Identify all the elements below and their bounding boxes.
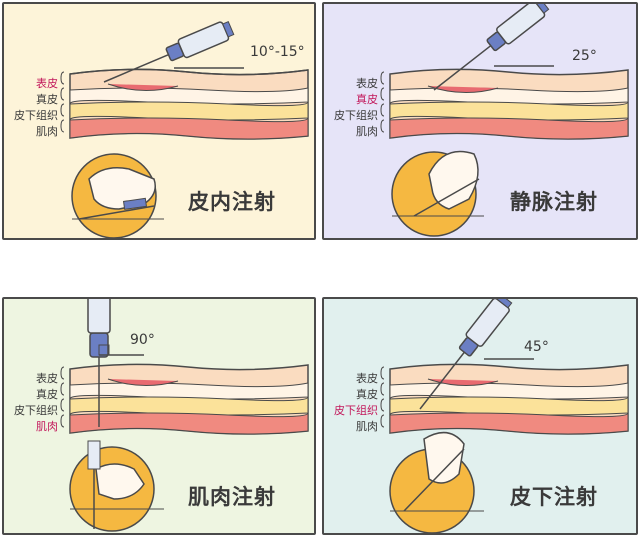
angle-label: 25° (572, 48, 597, 64)
layer-label-muscle: 肌肉 (36, 420, 58, 433)
intramuscular-panel: 表皮 真皮 皮下组织 肌肉 90° 肌肉注射 (2, 297, 316, 535)
skin-cross-section (69, 68, 309, 140)
layer-label-epidermis: 表皮 (356, 372, 378, 385)
subcutaneous-panel: 表皮 真皮 皮下组织 肌肉 45° 皮下注射 (322, 297, 638, 535)
layer-label-dermis: 真皮 (36, 93, 58, 106)
skin-cross-section (69, 363, 309, 435)
panel-title: 皮内注射 (188, 190, 276, 214)
intramuscular-illustration (60, 299, 309, 532)
intravenous-panel: 表皮 真皮 皮下组织 肌肉 25° 静脉注射 (322, 2, 638, 240)
layer-label-muscle: 肌肉 (36, 125, 58, 138)
layer-label-subcutaneous: 皮下组织 (334, 109, 378, 122)
layer-label-dermis: 真皮 (36, 388, 58, 401)
angle-label: 10°-15° (250, 44, 305, 60)
layer-label-epidermis: 表皮 (36, 77, 58, 90)
layer-label-dermis: 真皮 (356, 93, 378, 106)
layer-label-muscle: 肌肉 (356, 125, 378, 138)
syringe-icon (433, 4, 550, 91)
hand-circle-icon (71, 153, 164, 238)
panel-title: 皮下注射 (510, 485, 598, 509)
hand-circle-icon (391, 150, 484, 237)
layer-label-epidermis: 表皮 (356, 77, 378, 90)
angle-label: 90° (130, 332, 155, 348)
layer-label-subcutaneous: 皮下组织 (14, 404, 58, 417)
layer-label-epidermis: 表皮 (36, 372, 58, 385)
intradermal-illustration (60, 20, 309, 238)
layer-label-subcutaneous: 皮下组织 (14, 109, 58, 122)
hand-circle-icon (389, 431, 484, 533)
panel-title: 静脉注射 (510, 190, 598, 214)
panel-title: 肌肉注射 (188, 485, 276, 509)
syringe-icon (419, 299, 513, 410)
intravenous-illustration (380, 4, 629, 237)
skin-cross-section (389, 68, 629, 140)
layer-label-subcutaneous: 皮下组织 (334, 404, 378, 417)
skin-cross-section (389, 363, 629, 435)
angle-label: 45° (524, 339, 549, 355)
intradermal-panel: 表皮 真皮 皮下组织 肌肉 10°-15° 皮内注射 (2, 2, 316, 240)
layer-label-muscle: 肌肉 (356, 420, 378, 433)
subcutaneous-illustration (380, 299, 629, 533)
syringe-icon (87, 299, 111, 427)
layer-label-dermis: 真皮 (356, 388, 378, 401)
syringe-icon (103, 20, 235, 83)
hand-circle-icon (69, 440, 164, 532)
